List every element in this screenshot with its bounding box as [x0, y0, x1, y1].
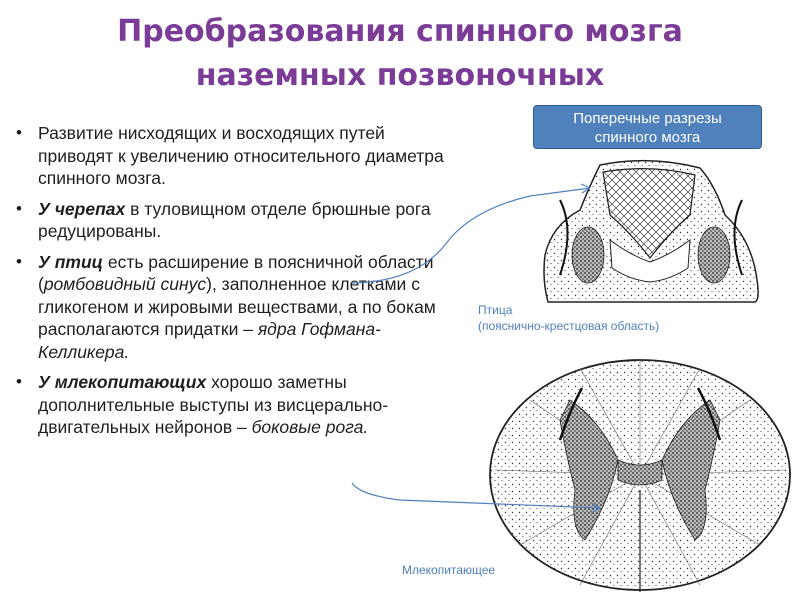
bird-caption-region: (пояснично-крестцовая область) [478, 319, 660, 333]
bullet-item: • У черепах в туловищном отделе брюшные … [14, 198, 444, 243]
bullet-dot: • [16, 198, 22, 218]
slide-title: Преобразования спинного мозга наземных п… [0, 10, 800, 98]
bullet-dot: • [16, 123, 22, 142]
figure-badge: Поперечные разрезы спинного мозга [533, 105, 762, 149]
bird-section-illustration [543, 159, 759, 303]
bullet-item: • У млекопитающих хорошо заметны дополни… [14, 371, 444, 439]
bullet-list: • Развитие нисходящих и восходящих путей… [14, 122, 444, 447]
bullet-item: • У птиц есть расширение в поясничной об… [14, 251, 444, 364]
bullet-term: ядра Гофмана-Келликера. [38, 319, 381, 362]
bullet-term: боковые рога. [251, 417, 369, 437]
bullet-text: Развитие нисходящих и восходящих путей п… [38, 123, 444, 188]
bullet-text: хорошо заметны дополнительные выступы из… [38, 372, 389, 437]
bird-caption: Птица (пояснично-крестцовая область) [478, 302, 659, 334]
bird-pointer-arrow [351, 187, 591, 284]
bullet-lead: У млекопитающих [38, 372, 207, 392]
bullet-dot: • [16, 372, 22, 391]
bullet-lead: У черепах [38, 198, 126, 219]
bullet-lead: У птиц [38, 251, 103, 272]
bullet-text: ), заполненное клетками с гликогеном и ж… [38, 274, 436, 339]
badge-line-1: Поперечные разрезы [573, 110, 722, 127]
title-line-2: наземных позвоночных [195, 58, 605, 93]
bullet-text: есть расширение в поясничной области ( [38, 251, 434, 295]
mammal-pointer-arrow [351, 482, 601, 509]
badge-line-2: спинного мозга [594, 129, 701, 146]
mammal-section-illustration [489, 359, 791, 592]
bullet-term: ромбовидный синус [43, 274, 207, 294]
mammal-caption: Млекопитающее [402, 563, 496, 577]
bullet-text: в туловищном отделе брюшные рога редуцир… [38, 198, 431, 242]
bird-caption-title: Птица [478, 303, 513, 317]
bullet-item: • Развитие нисходящих и восходящих путей… [14, 122, 444, 190]
bullet-dot: • [16, 251, 22, 271]
title-line-1: Преобразования спинного мозга [117, 14, 683, 49]
